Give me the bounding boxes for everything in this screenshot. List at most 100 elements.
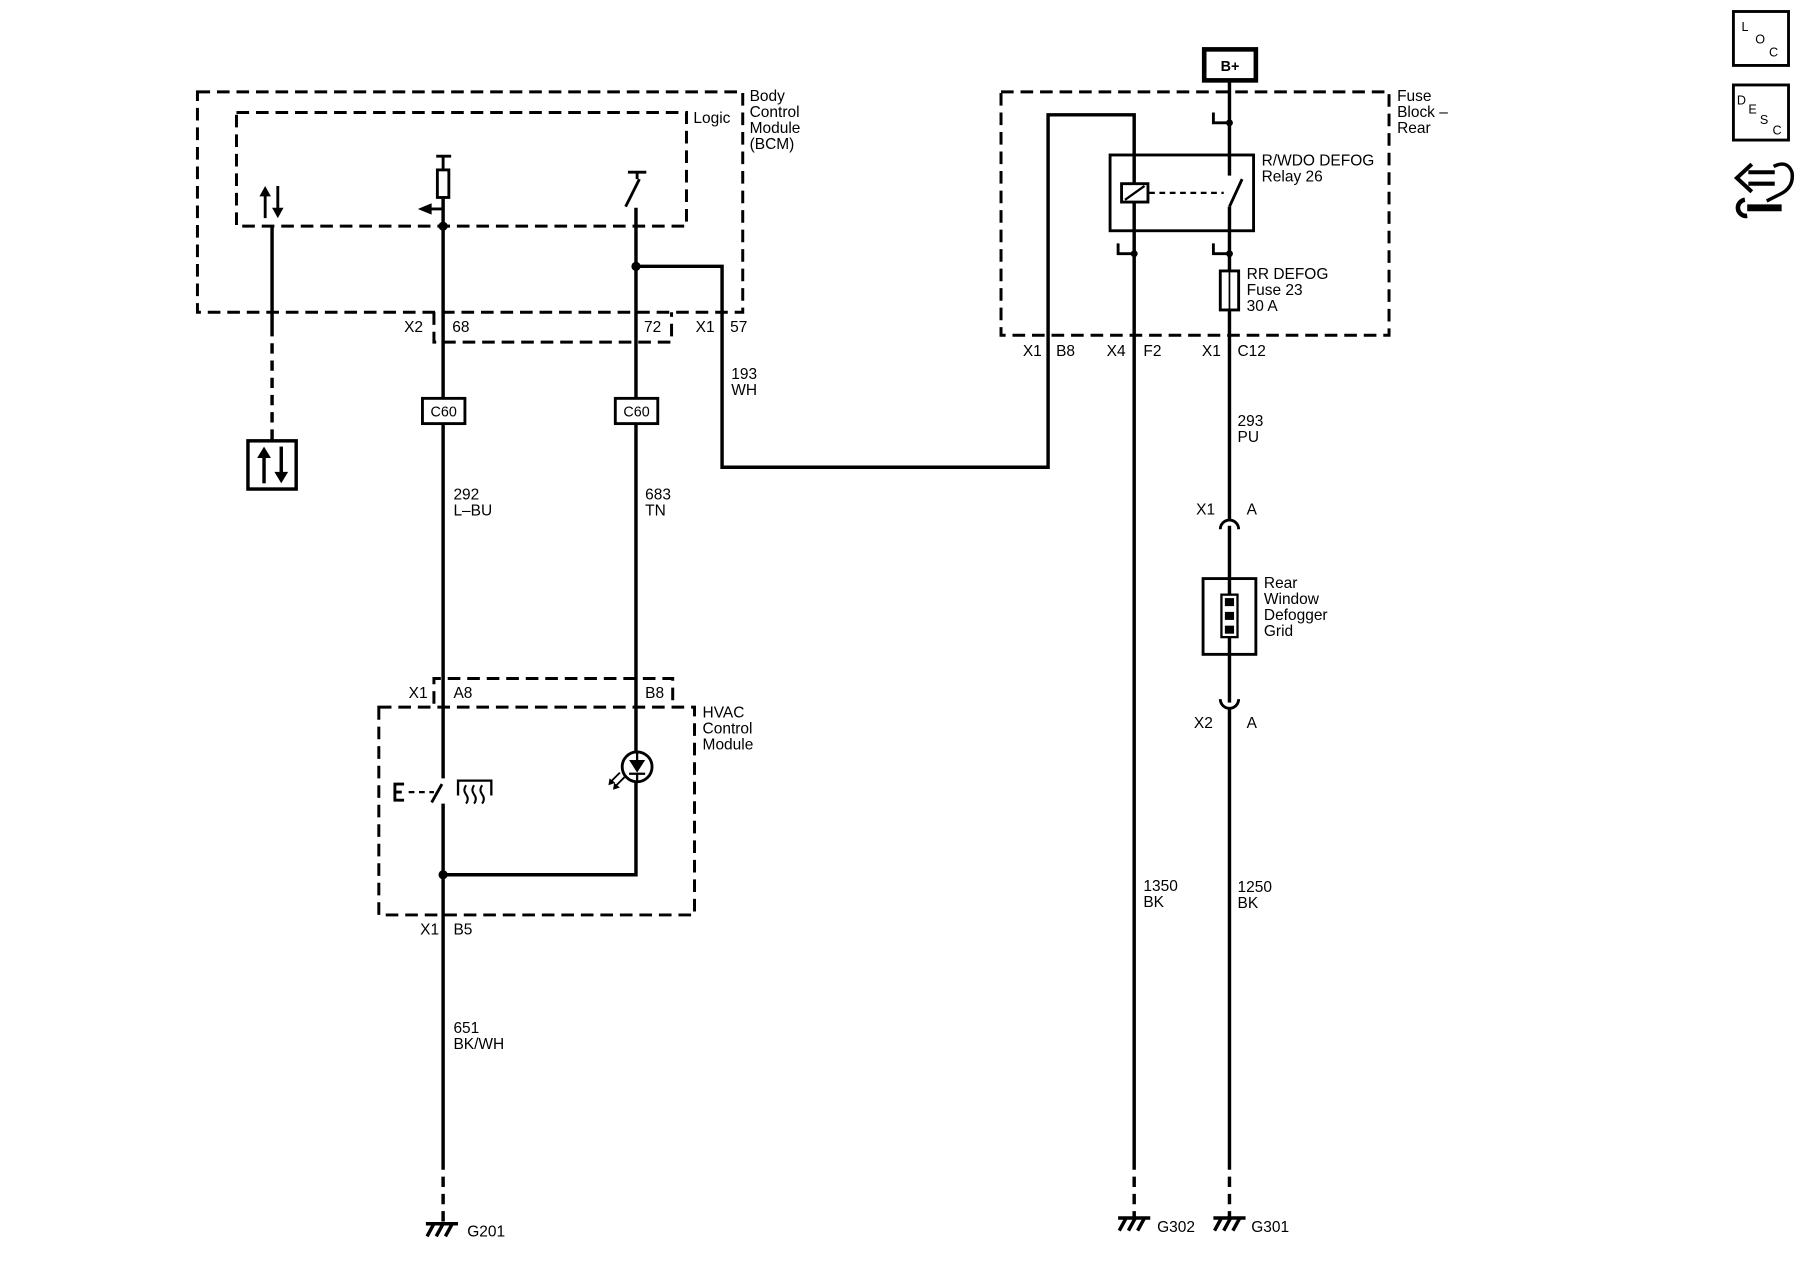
fuse-block-label-line: Block – — [1397, 104, 1448, 121]
bcm-label-line: Body — [750, 88, 786, 105]
circuit-1250: 1250 BK G301 — [1213, 708, 1289, 1236]
pin-label: 72 — [644, 319, 661, 336]
fuse-block-label-line: Fuse — [1397, 88, 1431, 105]
location-button[interactable]: L O C — [1731, 10, 1790, 67]
bcm-label-line: Module — [750, 120, 801, 137]
pin-label: A — [1247, 501, 1258, 518]
bcm-logic-boundary — [234, 111, 688, 228]
bussed-connection-icon — [1211, 243, 1233, 258]
connector-label: X2 — [404, 319, 423, 336]
bussed-connection-icon — [1211, 112, 1233, 127]
resistor-symbol — [435, 168, 451, 199]
electronic-switch-e-icon — [393, 782, 405, 802]
wire-color: BK — [1143, 894, 1164, 911]
grid-label-line: Grid — [1264, 623, 1293, 640]
battery-positive-source: B+ — [1201, 47, 1259, 83]
circuit-number: 293 — [1238, 413, 1264, 430]
grid-label-line: Defogger — [1264, 607, 1328, 624]
pin-label: F2 — [1143, 343, 1161, 360]
wire-color: WH — [731, 382, 757, 399]
nav-icon-letter: E — [1748, 103, 1756, 117]
relay-switch-blade — [1228, 178, 1244, 208]
hvac-connector-x1-boundary — [432, 676, 675, 704]
inline-connector-label: C60 — [431, 405, 457, 421]
hvac-label-line: HVAC — [703, 704, 745, 721]
logic-label: Logic — [693, 110, 730, 127]
ground-symbol — [1117, 1216, 1151, 1232]
wire-color: L–BU — [453, 502, 492, 519]
body-control-module: Logic Body Control Module (BCM) X2 68 72… — [195, 88, 801, 344]
description-button[interactable]: D E S C — [1731, 83, 1790, 142]
nav-icon-letter: S — [1760, 113, 1768, 127]
nav-icon-letter: L — [1741, 20, 1748, 34]
wire-193 — [635, 113, 1136, 469]
relay-boundary — [1108, 153, 1256, 233]
pin-label: B8 — [1056, 343, 1075, 360]
pin-label: A — [1247, 715, 1258, 732]
connector-label: X1 — [420, 921, 439, 938]
ground-label: G302 — [1157, 1219, 1195, 1236]
circuit-number: 292 — [453, 486, 479, 503]
splice-dot — [438, 221, 448, 231]
heating-element-icon — [1220, 578, 1239, 655]
hvac-label-line: Control — [703, 721, 753, 738]
relay-coil-diagonal — [1124, 185, 1146, 201]
ground-label: G301 — [1251, 1219, 1289, 1236]
connector-label: X1 — [1202, 343, 1221, 360]
fuse-block-label-line: Rear — [1397, 120, 1431, 137]
location-icon[interactable] — [1731, 10, 1790, 67]
bcm-boundary — [195, 90, 745, 314]
relay-label-line: Relay 26 — [1262, 168, 1323, 185]
connector-label: X1 — [696, 319, 715, 336]
ground-label: G201 — [467, 1223, 505, 1240]
pin-label: A8 — [453, 685, 472, 702]
fuse-label-line: Fuse 23 — [1247, 282, 1303, 299]
bcm-switch-blade — [624, 178, 641, 208]
circuit-1350: 1350 BK G302 — [1117, 878, 1195, 1236]
rear-window-defogger-grid: X1 A Rear Window Defogger Grid X2 A — [1194, 501, 1328, 732]
description-icon[interactable] — [1731, 83, 1790, 142]
wire-color: PU — [1238, 429, 1260, 446]
bussed-connection-icon — [1116, 243, 1138, 258]
pin-label: 57 — [730, 319, 747, 336]
circuit-293: 293 PU — [1227, 309, 1264, 521]
connector-label: X1 — [1023, 343, 1042, 360]
connector-label: X1 — [1196, 501, 1215, 518]
circuit-number: 193 — [731, 366, 757, 383]
circuit-number: 1350 — [1143, 878, 1177, 895]
grid-label-line: Window — [1264, 591, 1320, 608]
wire-color: BK/WH — [453, 1036, 504, 1053]
pin-label: 68 — [452, 319, 469, 336]
wire-color: BK — [1238, 895, 1259, 912]
wire-color: TN — [645, 502, 666, 519]
pin-label: B8 — [645, 685, 664, 702]
grid-label-line: Rear — [1264, 575, 1298, 592]
rr-defog-fuse: RR DEFOG Fuse 23 30 A — [1218, 266, 1329, 315]
circuit-number: 1250 — [1238, 879, 1272, 896]
rear-defog-switch-blade — [430, 783, 444, 804]
arrow-left-icon — [417, 203, 432, 215]
fuse-label-line: 30 A — [1247, 298, 1279, 315]
connector-label: X1 — [409, 685, 428, 702]
inline-connector-c60: C60 — [421, 396, 467, 426]
hand-wrench-icon[interactable] — [1733, 162, 1795, 219]
circuit-651: 651 BK/WH G201 — [425, 1020, 505, 1240]
pin-label: B5 — [453, 921, 472, 938]
bcm-label-line: (BCM) — [750, 136, 795, 153]
nav-icon-letter: C — [1769, 45, 1778, 59]
fuse-label-line: RR DEFOG — [1247, 266, 1329, 283]
fuse-block-boundary — [999, 90, 1391, 337]
circuit-683: C60 683 TN — [613, 170, 671, 752]
led-ground-wire — [443, 781, 638, 877]
nav-icon-letter: O — [1755, 33, 1765, 47]
circuit-292: C60 292 L–BU — [417, 154, 492, 779]
hvac-label-line: Module — [703, 737, 754, 754]
rear-defrost-icon — [456, 779, 493, 805]
splice-dot — [438, 870, 448, 880]
fuse-block-rear: Fuse Block – Rear B+ R/WDO DEFOG Relay 2… — [999, 47, 1448, 1160]
inline-connector-c60: C60 — [613, 396, 660, 426]
circuit-number: 683 — [645, 486, 671, 503]
switch-contact — [627, 170, 647, 180]
nav-icon-letter: D — [1737, 93, 1746, 107]
